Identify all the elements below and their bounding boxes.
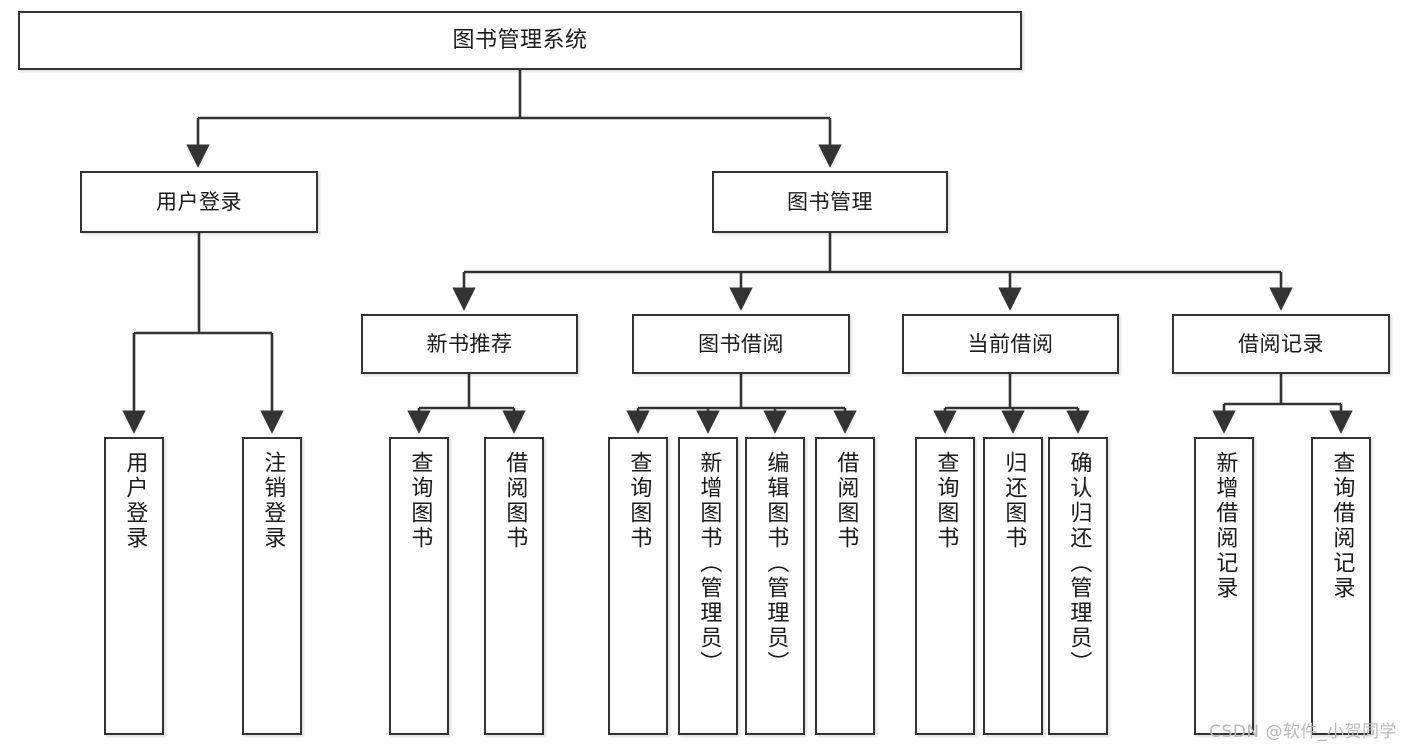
- node-leaf-query-record[interactable]: 查询借阅记录: [1311, 437, 1371, 735]
- node-leaf-return-book[interactable]: 归还图书: [983, 437, 1043, 735]
- node-new-book-recommend-label: 新书推荐: [426, 331, 513, 356]
- node-leaf-query-record-label: 查询借阅记录: [1329, 451, 1355, 601]
- node-leaf-add-record[interactable]: 新增借阅记录: [1194, 437, 1254, 735]
- node-leaf-edit-book[interactable]: 编辑图书（管理员）: [745, 437, 805, 735]
- node-leaf-user-login-label: 用户登录: [122, 451, 148, 551]
- node-leaf-borrow-book-2[interactable]: 借阅图书: [815, 437, 875, 735]
- node-current-borrow[interactable]: 当前借阅: [902, 314, 1119, 374]
- node-user-login[interactable]: 用户登录: [80, 171, 318, 233]
- node-leaf-query-book-1[interactable]: 查询图书: [389, 437, 449, 735]
- node-root[interactable]: 图书管理系统: [18, 11, 1022, 70]
- node-leaf-logout[interactable]: 注销登录: [242, 437, 302, 735]
- node-leaf-borrow-book-1-label: 借阅图书: [502, 451, 528, 551]
- node-user-login-label: 用户登录: [156, 189, 242, 214]
- node-leaf-add-book-label: 新增图书（管理员）: [696, 451, 722, 676]
- node-leaf-query-book-2-label: 查询图书: [626, 451, 652, 551]
- node-book-borrow[interactable]: 图书借阅: [632, 314, 850, 374]
- node-leaf-edit-book-label: 编辑图书（管理员）: [763, 451, 789, 676]
- node-book-management[interactable]: 图书管理: [712, 171, 948, 233]
- node-new-book-recommend[interactable]: 新书推荐: [361, 314, 578, 374]
- node-leaf-user-login[interactable]: 用户登录: [104, 437, 164, 735]
- node-root-label: 图书管理系统: [452, 27, 588, 53]
- node-borrow-record[interactable]: 借阅记录: [1172, 314, 1390, 374]
- node-leaf-confirm-return[interactable]: 确认归还（管理员）: [1048, 437, 1108, 735]
- watermark-text: CSDN @软件_小贺同学: [1209, 722, 1397, 742]
- node-leaf-query-book-2[interactable]: 查询图书: [608, 437, 668, 735]
- node-current-borrow-label: 当前借阅: [967, 331, 1054, 356]
- node-leaf-logout-label: 注销登录: [260, 451, 286, 551]
- node-leaf-add-record-label: 新增借阅记录: [1212, 451, 1238, 601]
- node-borrow-record-label: 借阅记录: [1238, 331, 1324, 356]
- node-leaf-add-book[interactable]: 新增图书（管理员）: [678, 437, 738, 735]
- node-leaf-confirm-return-label: 确认归还（管理员）: [1066, 451, 1092, 676]
- node-leaf-borrow-book-2-label: 借阅图书: [833, 451, 859, 551]
- node-leaf-query-book-3[interactable]: 查询图书: [915, 437, 975, 735]
- node-leaf-borrow-book-1[interactable]: 借阅图书: [484, 437, 544, 735]
- node-leaf-return-book-label: 归还图书: [1001, 451, 1027, 551]
- node-leaf-query-book-3-label: 查询图书: [933, 451, 959, 551]
- node-book-borrow-label: 图书借阅: [698, 331, 784, 356]
- node-leaf-query-book-1-label: 查询图书: [407, 451, 433, 551]
- node-book-management-label: 图书管理: [787, 189, 873, 214]
